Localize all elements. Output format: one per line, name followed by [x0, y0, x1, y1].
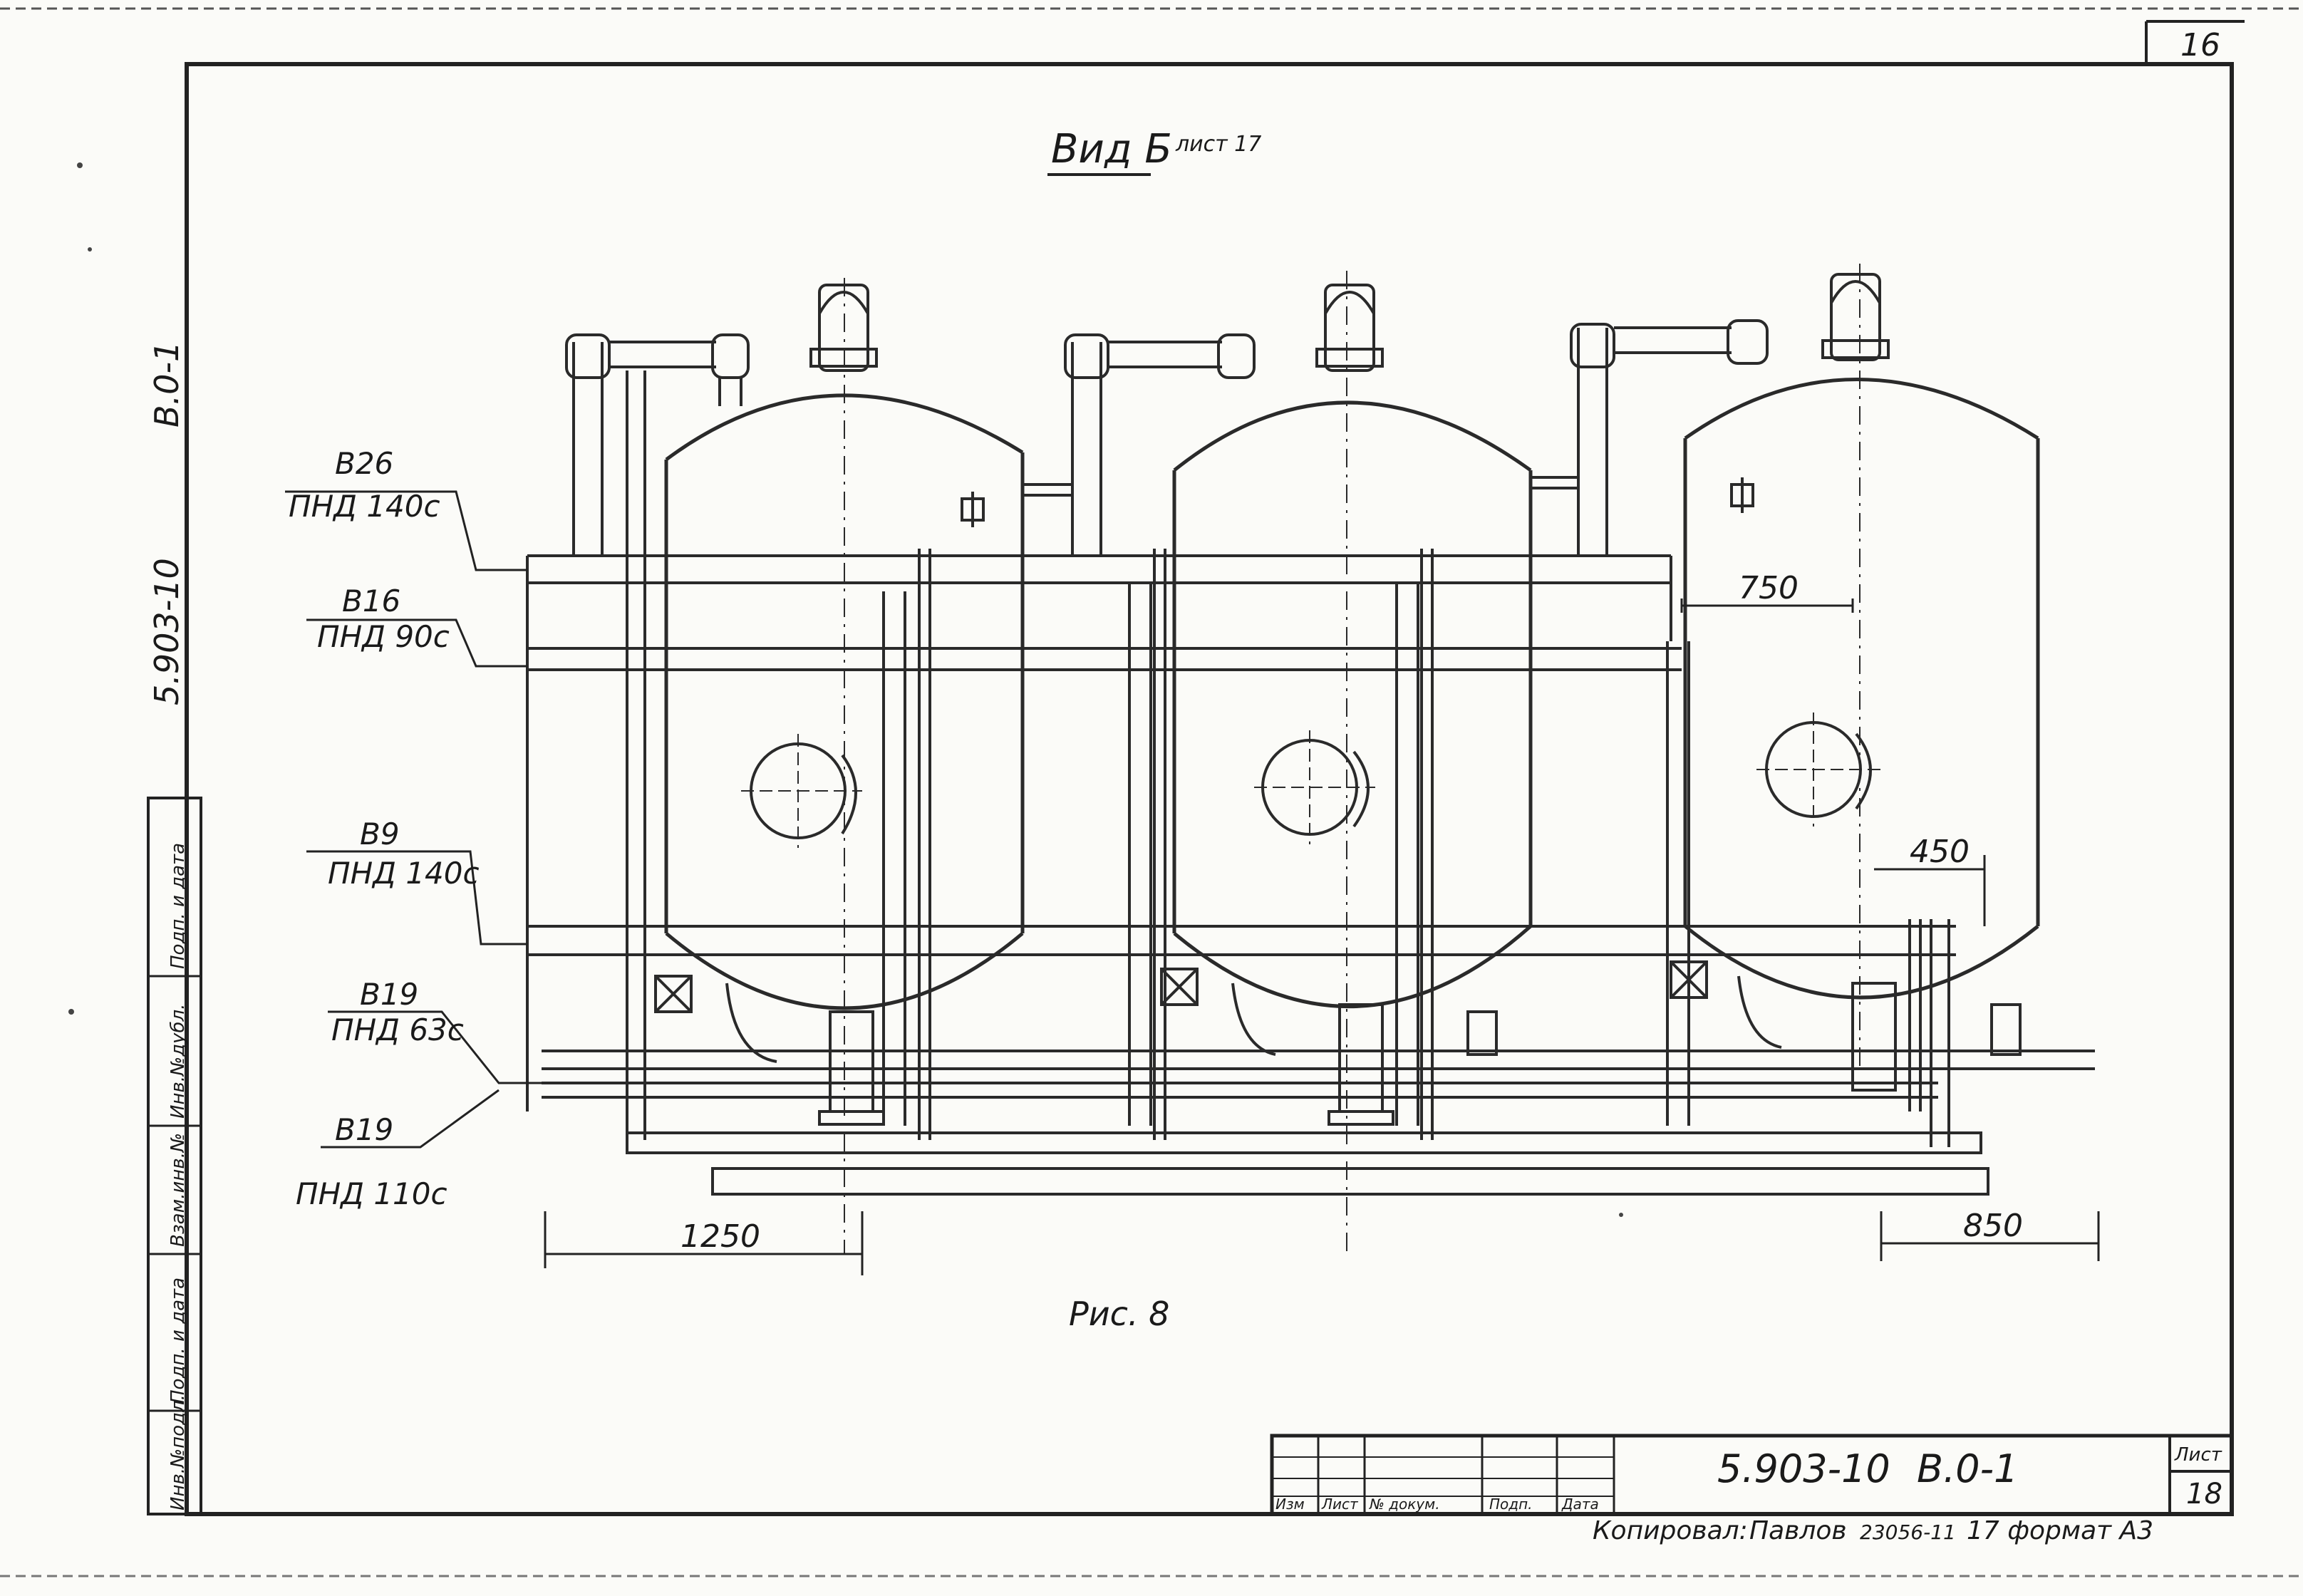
title-block — [1270, 1434, 2234, 1516]
frame-base-beam — [626, 1131, 1982, 1154]
filter-tank-2 — [1172, 271, 1533, 1254]
title-header-podp: Подп. — [1489, 1496, 1533, 1513]
title-header-izm: Изм — [1275, 1496, 1305, 1513]
pipe-label-spec-1: ПНД 140с — [289, 489, 440, 524]
title-header-doc: № докум. — [1369, 1496, 1440, 1513]
stamp-podp-data-1: Подп. и дата — [167, 1278, 189, 1404]
pipe-label-spec-2: ПНД 90с — [317, 619, 450, 654]
dimension-lines — [544, 598, 2100, 1275]
title-sheet-label: Лист — [2174, 1444, 2222, 1466]
footer-copied-label: Копировал: — [1593, 1516, 1748, 1545]
stamp-inv-podl: Инв.№подл. — [167, 1394, 189, 1510]
title-document-code: 5.903-10 — [1717, 1446, 1890, 1491]
valves — [654, 960, 1708, 1013]
pipe-label-code-5: В19 — [335, 1112, 393, 1147]
view-title: Вид Б — [1051, 126, 1172, 172]
stamp-podp-data-2: Подп. и дата — [167, 843, 189, 969]
dimension-750: 750 — [1739, 570, 1799, 606]
drawing-frame — [185, 62, 2234, 1516]
dimension-1250: 1250 — [680, 1218, 760, 1255]
footer-format: 17 формат А3 — [1967, 1516, 2153, 1545]
title-sheet-value: 18 — [2186, 1478, 2222, 1510]
vertical-posts — [626, 370, 1950, 1147]
pipe-label-spec-5: ПНД 110с — [296, 1176, 447, 1211]
side-document-code: 5.903-10 — [148, 558, 186, 705]
filter-tank-1 — [664, 278, 1025, 1254]
collector-pipes — [526, 554, 2095, 1126]
filter-tank-3 — [1683, 264, 2040, 1092]
title-header-data: Дата — [1561, 1496, 1599, 1513]
left-stamp-strip: Инв.№подл. Подп. и дата Взам.инв.№ Инв.№… — [147, 797, 202, 1515]
footer-order: 23056-11 — [1860, 1520, 1956, 1544]
title-header-list: Лист — [1321, 1496, 1359, 1513]
pipe-label-spec-4: ПНД 63с — [331, 1012, 464, 1047]
pipe-label-code-4: В19 — [360, 977, 418, 1012]
stamp-inv-dubl: Инв.№дубл. — [167, 1004, 189, 1119]
dimension-450: 450 — [1910, 834, 1970, 870]
lower-supports — [725, 975, 2022, 1063]
title-document-section: В.0-1 — [1917, 1446, 2018, 1491]
stamp-vzam-inv: Взам.инв.№ — [167, 1133, 189, 1247]
view-sheet-ref: лист 17 — [1175, 132, 1261, 157]
sheet-corner-box — [2145, 20, 2245, 64]
pipe-label-code-1: В26 — [335, 446, 393, 481]
pipe-label-spec-3: ПНД 140с — [328, 856, 480, 891]
scan-specks — [68, 162, 1623, 1217]
foundation-base — [711, 1167, 1989, 1196]
pipe-label-code-2: В16 — [342, 584, 400, 618]
dimension-850: 850 — [1963, 1208, 2023, 1244]
filter-assembly — [526, 264, 2095, 1254]
pipe-label-code-3: В9 — [360, 817, 400, 851]
side-section-code: В.0-1 — [148, 341, 186, 428]
figure-caption: Рис. 8 — [1069, 1295, 1169, 1333]
footer-signature: Павлов — [1749, 1516, 1847, 1545]
leader-lines — [285, 490, 542, 1149]
top-riser-pipes — [565, 319, 1769, 556]
sheet-number-top: 16 — [2180, 27, 2220, 63]
